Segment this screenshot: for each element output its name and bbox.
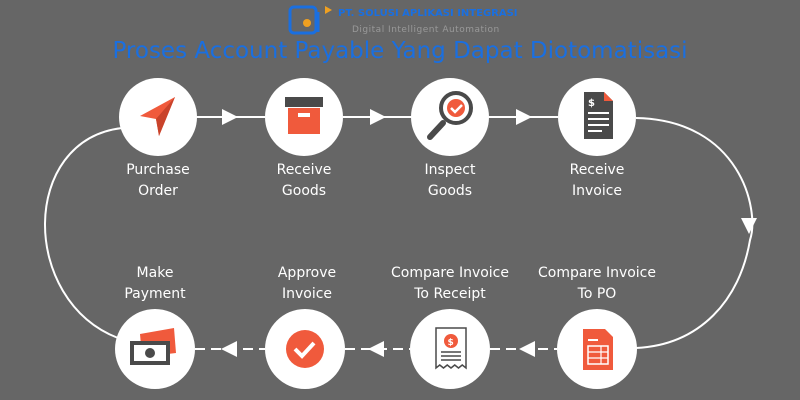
box-icon: [285, 97, 323, 134]
loop-right: [635, 117, 754, 349]
paper-plane-icon: [140, 97, 175, 136]
svg-text:$: $: [588, 98, 595, 109]
page-title: Proses Account Payable Yang Dapat Diotom…: [112, 38, 688, 64]
company-name: PT. SOLUSI APLIKASI INTEGRASI: [338, 8, 518, 19]
svg-text:$: $: [448, 338, 454, 348]
arrow-down-icon: [741, 218, 757, 234]
money-icon: [130, 328, 176, 365]
invoice-icon: $: [584, 92, 613, 139]
step-circles: [115, 78, 637, 389]
company-tagline: Digital Intelligent Automation: [352, 25, 500, 35]
arrow-left-icon: [221, 341, 237, 357]
arrow-right-icon: [516, 109, 532, 125]
arrows: [221, 109, 757, 357]
arrow-right-icon: [370, 109, 386, 125]
arrow-left-icon: [519, 341, 535, 357]
arrow-left-icon: [368, 341, 384, 357]
company-logo: [288, 5, 332, 35]
arrow-right-icon: [222, 109, 238, 125]
spreadsheet-icon: [583, 329, 613, 370]
check-icon: [286, 330, 324, 368]
receipt-icon: $: [435, 327, 467, 370]
magnifier-check-icon: [427, 91, 473, 140]
loop-left: [44, 127, 123, 339]
